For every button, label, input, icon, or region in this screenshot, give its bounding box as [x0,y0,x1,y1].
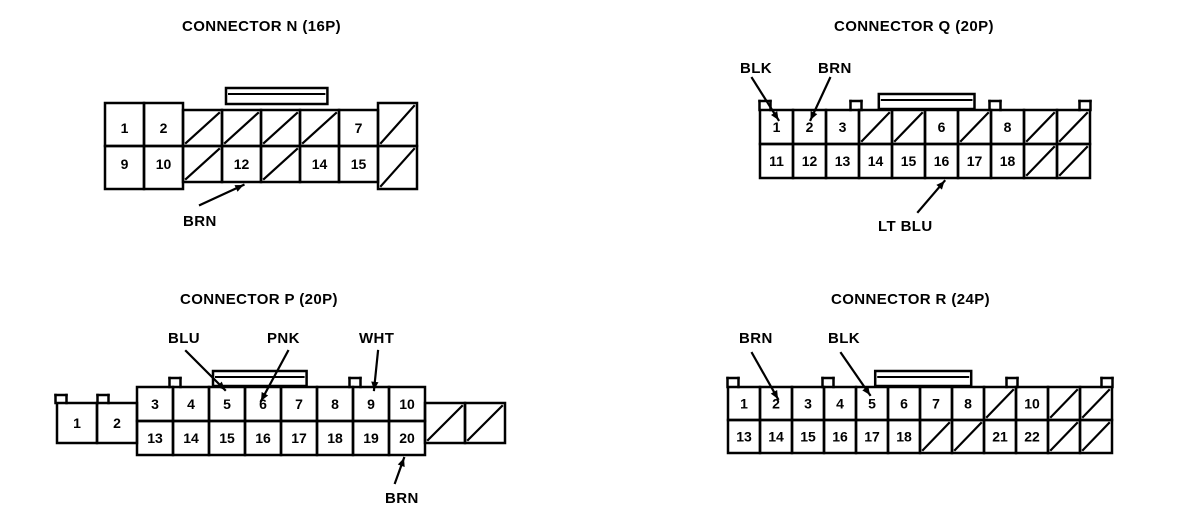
svg-text:17: 17 [864,429,880,445]
svg-text:1: 1 [121,120,129,136]
svg-text:19: 19 [363,430,379,446]
svg-text:7: 7 [932,396,940,412]
svg-text:16: 16 [255,430,271,446]
svg-text:14: 14 [868,153,884,169]
svg-text:21: 21 [992,429,1008,445]
svg-text:13: 13 [736,429,752,445]
svg-text:12: 12 [802,153,818,169]
svg-text:15: 15 [800,429,816,445]
svg-text:2: 2 [113,415,121,431]
svg-text:5: 5 [223,396,231,412]
svg-text:14: 14 [183,430,199,446]
svg-text:7: 7 [355,120,363,136]
svg-text:16: 16 [832,429,848,445]
svg-text:6: 6 [900,396,908,412]
connector-p-title: CONNECTOR P (20P) [180,291,338,308]
svg-text:1: 1 [740,396,748,412]
svg-text:10: 10 [399,396,415,412]
svg-text:18: 18 [896,429,912,445]
svg-text:8: 8 [964,396,972,412]
svg-text:20: 20 [399,430,415,446]
connector-r-drawing: 1 2 3 4 5 6 7 8 10 13 14 15 16 17 18 21 22 [726,351,1114,455]
svg-text:15: 15 [351,156,367,172]
connector-r: CONNECTOR R (24P) 1 2 3 4 5 6 7 8 10 13 14 15 16 17 18… [700,275,1184,532]
svg-text:1: 1 [73,415,81,431]
svg-text:8: 8 [331,396,339,412]
connector-q-label-blk: BLK [740,60,773,77]
svg-text:8: 8 [1004,119,1012,135]
svg-text:6: 6 [259,396,267,412]
svg-text:11: 11 [769,153,784,169]
svg-text:4: 4 [836,396,844,412]
connector-p-drawing: 3 4 5 6 7 8 9 10 13 14 15 16 17 18 19 20 1 2 [54,349,507,485]
connector-q-label-brn: BRN [818,60,852,77]
connector-n-label-brn: BRN [183,213,217,230]
connector-p-label-pnk: PNK [267,330,300,347]
svg-text:2: 2 [806,119,814,135]
connector-p-label-brn: BRN [385,490,419,507]
svg-text:13: 13 [147,430,163,446]
svg-text:3: 3 [839,119,847,135]
svg-text:18: 18 [327,430,343,446]
svg-text:2: 2 [160,120,168,136]
svg-text:17: 17 [967,153,983,169]
svg-text:15: 15 [219,430,235,446]
svg-text:3: 3 [804,396,812,412]
svg-text:14: 14 [312,156,328,172]
svg-text:5: 5 [868,396,876,412]
connector-p: CONNECTOR P (20P) 3 4 5 6 7 8 9 10 13 14 15 16 17 18 1… [0,275,520,532]
connector-r-label-blk: BLK [828,330,861,347]
svg-text:6: 6 [938,119,946,135]
connector-r-title: CONNECTOR R (24P) [831,291,991,308]
svg-text:9: 9 [121,156,129,172]
svg-text:4: 4 [187,396,195,412]
svg-text:12: 12 [234,156,250,172]
svg-text:10: 10 [1024,396,1040,412]
connector-p-label-blu: BLU [168,330,201,347]
svg-text:3: 3 [151,396,159,412]
svg-text:9: 9 [367,396,375,412]
connector-q-label-ltblu: LT BLU [878,218,933,235]
svg-text:17: 17 [291,430,307,446]
connector-r-label-brn: BRN [739,330,773,347]
connector-q-title: CONNECTOR Q (20P) [834,18,994,35]
connector-n-title: CONNECTOR N (16P) [182,18,342,35]
svg-text:10: 10 [156,156,172,172]
svg-text:16: 16 [934,153,950,169]
svg-text:18: 18 [1000,153,1016,169]
connector-p-label-wht: WHT [359,330,395,347]
svg-text:22: 22 [1024,429,1040,445]
svg-text:1: 1 [773,119,781,135]
svg-text:2: 2 [772,396,780,412]
svg-text:15: 15 [901,153,917,169]
svg-text:13: 13 [835,153,851,169]
svg-text:14: 14 [768,429,784,445]
svg-text:7: 7 [295,396,303,412]
